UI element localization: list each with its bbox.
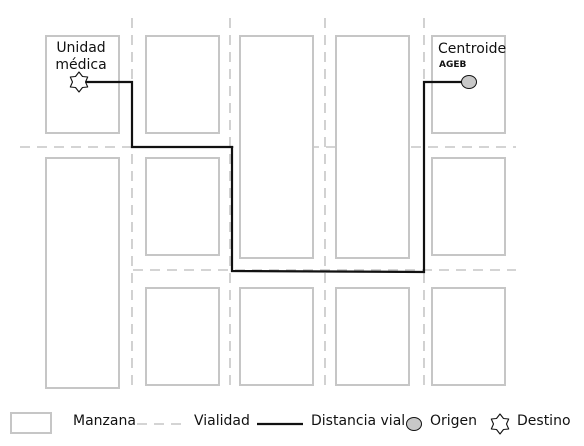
legend-label-manzana: Manzana bbox=[73, 413, 136, 429]
origin-label-text: Centroide bbox=[438, 41, 507, 57]
block bbox=[335, 35, 410, 259]
block bbox=[145, 287, 220, 386]
six-point-star-icon bbox=[490, 413, 510, 435]
legend-block-swatch bbox=[10, 412, 52, 434]
block bbox=[335, 287, 410, 386]
block bbox=[145, 35, 220, 134]
block bbox=[145, 157, 220, 256]
destination-label-text: Unidad médica bbox=[55, 40, 107, 73]
road-distance-route bbox=[79, 80, 469, 274]
block bbox=[431, 287, 506, 386]
six-point-star-icon bbox=[69, 71, 89, 93]
block bbox=[239, 35, 314, 259]
destination-label: Unidad médica bbox=[50, 40, 112, 74]
legend-label-vialidad: Vialidad bbox=[194, 413, 250, 429]
block bbox=[431, 35, 506, 134]
circle-icon bbox=[461, 75, 477, 89]
block bbox=[239, 287, 314, 386]
origin-label: Centroide bbox=[438, 41, 506, 58]
block bbox=[431, 157, 506, 256]
block bbox=[45, 157, 120, 389]
origin-sublabel-text: AGEB bbox=[439, 60, 467, 70]
legend-symbols bbox=[10, 412, 510, 435]
legend-label-distancia-vial: Distancia vial bbox=[311, 413, 406, 429]
legend-label-destino: Destino bbox=[517, 413, 571, 429]
legend-label-origen: Origen bbox=[430, 413, 478, 429]
origin-sublabel: AGEB bbox=[439, 60, 466, 70]
blocks bbox=[45, 35, 506, 389]
circle-icon bbox=[406, 417, 422, 431]
